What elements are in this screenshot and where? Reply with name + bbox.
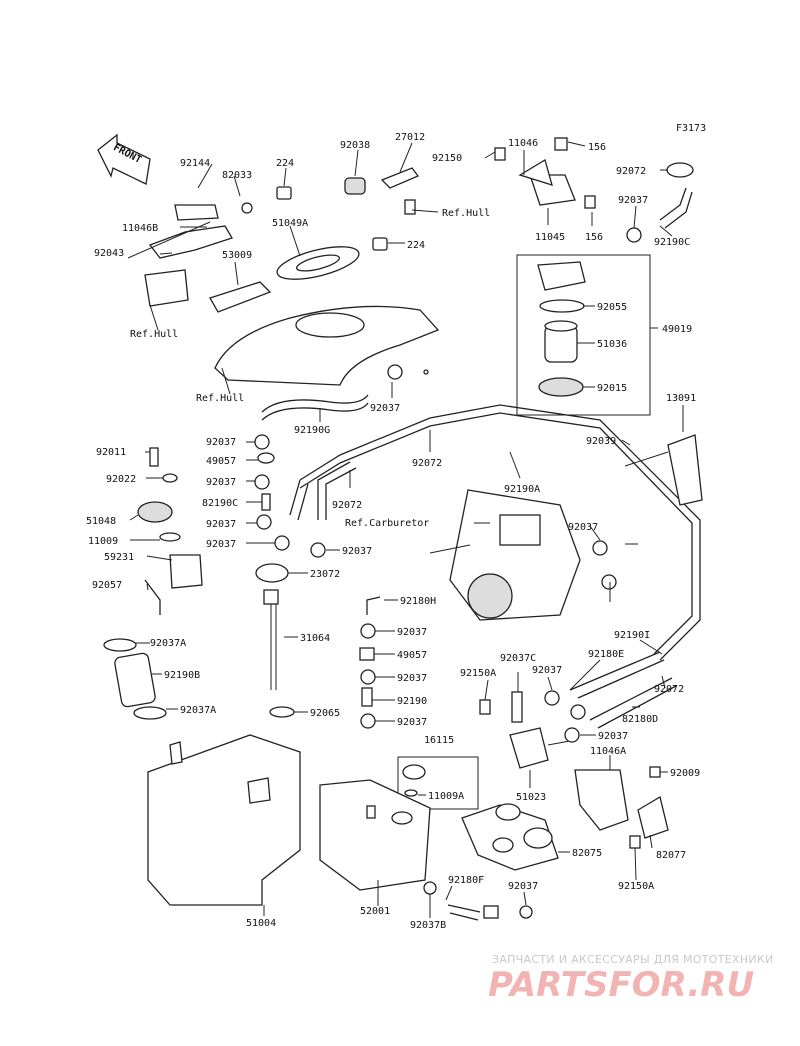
part-label: 92037C bbox=[500, 653, 536, 664]
part-label: 92144 bbox=[180, 158, 210, 169]
part-label: 82190C bbox=[202, 498, 238, 509]
part-label: 92039 bbox=[586, 436, 616, 447]
part-label: 92037 bbox=[342, 546, 372, 557]
part-label: 92180E bbox=[588, 649, 624, 660]
part-label: 13091 bbox=[666, 393, 696, 404]
figure-code: F3173 bbox=[676, 123, 706, 134]
part-label: 92038 bbox=[340, 140, 370, 151]
part-label: 92043 bbox=[94, 248, 124, 259]
part-label: 92180F bbox=[448, 875, 484, 886]
part-label: 92037 bbox=[532, 665, 562, 676]
part-label: 92190B bbox=[164, 670, 200, 681]
part-labels: 92144 82033 224 92038 27012 11046 92150 … bbox=[86, 132, 700, 931]
part-label: 92065 bbox=[310, 708, 340, 719]
part-label: 92037 bbox=[206, 437, 236, 448]
part-label: 156 bbox=[588, 142, 606, 153]
part-label: 92037 bbox=[397, 673, 427, 684]
part-label: 51036 bbox=[597, 339, 627, 350]
part-label: 92072 bbox=[332, 500, 362, 511]
part-label: 82075 bbox=[572, 848, 602, 859]
part-label: 92037 bbox=[397, 627, 427, 638]
part-label: 92190C bbox=[654, 237, 690, 248]
part-label: 92057 bbox=[92, 580, 122, 591]
ref-carburetor: Ref.Carburetor bbox=[345, 518, 429, 529]
part-label: 92190G bbox=[294, 425, 330, 436]
leader-lines bbox=[129, 141, 684, 918]
part-label: 27012 bbox=[395, 132, 425, 143]
watermark-tagline: ЗАПЧАСТИ И АКСЕССУАРЫ ДЛЯ МОТОТЕХНИКИ bbox=[492, 953, 774, 966]
part-label: 49057 bbox=[397, 650, 427, 661]
part-label: 59231 bbox=[104, 552, 134, 563]
part-label: 51049A bbox=[272, 218, 308, 229]
part-label: 92037A bbox=[180, 705, 216, 716]
part-label: 51004 bbox=[246, 918, 276, 929]
part-label: 92037 bbox=[206, 477, 236, 488]
part-label: 82180D bbox=[622, 714, 658, 725]
ref-hull-mid: Ref.Hull bbox=[196, 393, 244, 404]
part-label: 92190 bbox=[397, 696, 427, 707]
part-drawings bbox=[103, 137, 703, 921]
part-label: 53009 bbox=[222, 250, 252, 261]
part-label: 51023 bbox=[516, 792, 546, 803]
watermark-brand: PARTSFOR.RU bbox=[488, 965, 754, 1005]
part-label: 82077 bbox=[656, 850, 686, 861]
part-label: 156 bbox=[585, 232, 603, 243]
part-label: 11046A bbox=[590, 746, 626, 757]
part-label: 92037 bbox=[206, 519, 236, 530]
part-label: 92190A bbox=[504, 484, 540, 495]
ref-hull-left: Ref.Hull bbox=[130, 329, 178, 340]
part-label: 49057 bbox=[206, 456, 236, 467]
bracket-label-49019: 49019 bbox=[662, 324, 692, 335]
part-label: 92037 bbox=[568, 522, 598, 533]
part-label: 92180H bbox=[400, 596, 436, 607]
part-label: 92037 bbox=[508, 881, 538, 892]
part-label: 82033 bbox=[222, 170, 252, 181]
part-label: 92037 bbox=[598, 731, 628, 742]
ref-hull-top: Ref.Hull bbox=[442, 208, 490, 219]
part-label: 23072 bbox=[310, 569, 340, 580]
part-label: 92037A bbox=[150, 638, 186, 649]
part-label: 92011 bbox=[96, 447, 126, 458]
part-label: 31064 bbox=[300, 633, 330, 644]
part-label: 92009 bbox=[670, 768, 700, 779]
part-label: 92037 bbox=[397, 717, 427, 728]
part-label: 224 bbox=[407, 240, 425, 251]
part-label: 92150A bbox=[618, 881, 654, 892]
part-label: 92037 bbox=[206, 539, 236, 550]
part-label: 11046 bbox=[508, 138, 538, 149]
part-label: 11009A bbox=[428, 791, 464, 802]
part-label: 51048 bbox=[86, 516, 116, 527]
part-label: 92150 bbox=[432, 153, 462, 164]
part-label: 92072 bbox=[616, 166, 646, 177]
part-label: 92037 bbox=[370, 403, 400, 414]
part-label: 92072 bbox=[654, 684, 684, 695]
part-label: 92150A bbox=[460, 668, 496, 679]
part-label: 52001 bbox=[360, 906, 390, 917]
part-label: 92037B bbox=[410, 920, 446, 931]
front-arrow-icon: FRONT bbox=[97, 133, 151, 185]
part-label: 92022 bbox=[106, 474, 136, 485]
part-label: 92015 bbox=[597, 383, 627, 394]
part-label: 92037 bbox=[618, 195, 648, 206]
part-label: 11046B bbox=[122, 223, 158, 234]
part-label: 92190I bbox=[614, 630, 650, 641]
part-label: 224 bbox=[276, 158, 294, 169]
part-label: 92055 bbox=[597, 302, 627, 313]
part-label: 16115 bbox=[424, 735, 454, 746]
part-label: 11009 bbox=[88, 536, 118, 547]
part-label: 11045 bbox=[535, 232, 565, 243]
part-label: 92072 bbox=[412, 458, 442, 469]
